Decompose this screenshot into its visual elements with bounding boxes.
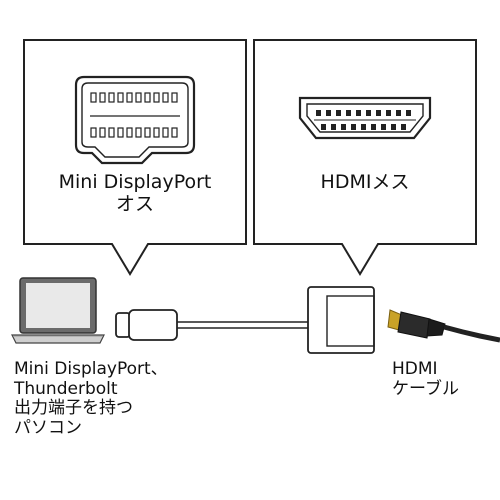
hdmi-pin [366,110,371,116]
mdp-pin [153,92,160,103]
laptop-caption-line3: 出力端子を持つ [14,398,133,419]
mdp-pin [90,127,97,138]
mdp-pin [153,127,160,138]
left-callout-line1: Mini DisplayPort [58,171,212,193]
hdmi-pin [346,110,351,116]
left-callout-label: Mini DisplayPort オス [24,171,246,216]
hdmi-pin [371,124,376,130]
mdp-pin [108,127,115,138]
mdp-pin [99,127,106,138]
hdmi-cable-icon [387,309,500,343]
right-callout-line1: HDMIメス [320,171,410,193]
hdmi-pin [316,110,321,116]
hdmi-pin [361,124,366,130]
right-callout-label: HDMIメス [254,171,476,194]
mdp-pin [144,127,151,138]
adapter-icon [115,286,375,354]
mdp-pin [171,127,178,138]
laptop-caption-line4: パソコン [14,417,82,438]
mdp-pin [117,92,124,103]
cable-caption-line2: ケーブル [392,378,459,399]
mdp-pin [117,127,124,138]
hdmi-pin [401,124,406,130]
hdmi-pin [376,110,381,116]
mdp-pin [162,92,169,103]
mdp-pin [126,92,133,103]
cable-caption: HDMI ケーブル [392,359,492,399]
left-callout-line2: オス [115,192,154,215]
mdp-pin [126,127,133,138]
hdmi-pin [326,110,331,116]
mdp-pin [99,92,106,103]
hdmi-pin [396,110,401,116]
mdp-pin [162,127,169,138]
laptop-caption-line1: Mini DisplayPort、 [14,359,168,379]
hdmi-pin [351,124,356,130]
laptop-caption-line2: Thunderbolt [14,378,118,399]
right-callout-bubble [253,39,477,276]
mini-displayport-connector-icon [74,75,196,165]
hdmi-pin [341,124,346,130]
hdmi-pin [381,124,386,130]
mdp-pin [135,92,142,103]
mdp-pin [144,92,151,103]
mdp-pin [135,127,142,138]
hdmi-pin [391,124,396,130]
hdmi-pin [331,124,336,130]
hdmi-pin [336,110,341,116]
mdp-pin [108,92,115,103]
laptop-icon [11,277,105,344]
hdmi-pin [406,110,411,116]
mdp-pin [90,92,97,103]
hdmi-pin [321,124,326,130]
cable-caption-line1: HDMI [392,359,438,379]
mdp-pin [171,92,178,103]
hdmi-pin [386,110,391,116]
laptop-caption: Mini DisplayPort、 Thunderbolt 出力端子を持つ パソ… [14,359,254,438]
hdmi-pin [356,110,361,116]
hdmi-connector-icon [298,96,432,140]
